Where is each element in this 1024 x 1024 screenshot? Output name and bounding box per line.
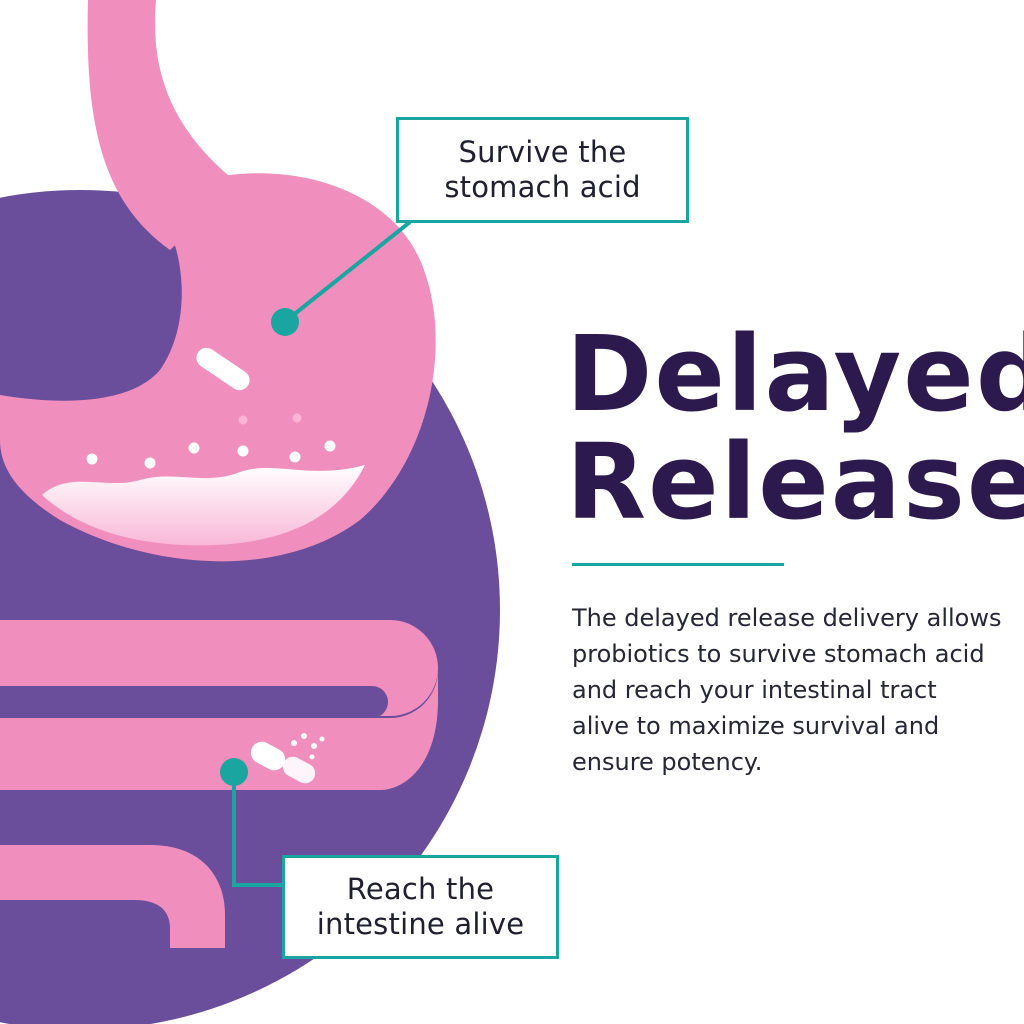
headline: Delayed Release <box>566 320 1024 536</box>
rising-bubbles <box>238 413 302 425</box>
released-particles <box>291 733 325 760</box>
intestine-callout-dot <box>220 758 248 786</box>
headline-line: Delayed <box>566 313 1024 435</box>
stomach-callout-dot <box>271 308 299 336</box>
capsule-in-stomach <box>196 347 250 391</box>
intestine-bottom-loop <box>0 845 225 948</box>
callout-reach-intestine-alive: Reach the intestine alive <box>282 855 559 959</box>
acid-bubbles <box>86 440 336 469</box>
stomach-callout-connector <box>285 220 412 322</box>
callout-line: Reach the <box>346 872 495 906</box>
callout-line: stomach acid <box>444 170 641 204</box>
description-line: probiotics to survive stomach acid <box>572 640 985 668</box>
intestine-lower-tube <box>0 670 438 790</box>
headline-line: Release <box>566 421 1024 543</box>
description-line: ensure potency. <box>572 748 763 776</box>
open-capsule-in-intestine <box>250 741 316 784</box>
callout-line: intestine alive <box>316 907 525 941</box>
intestine-callout-connector <box>232 772 282 887</box>
intestine-inner-gap <box>0 686 388 718</box>
callout-line: Survive the <box>458 135 627 169</box>
description-line: The delayed release delivery allows <box>572 604 1002 632</box>
description-line: alive to maximize survival and <box>572 712 940 740</box>
stomach-acid <box>42 465 365 546</box>
description-paragraph: The delayed release delivery allows prob… <box>572 600 1012 780</box>
callout-survive-stomach-acid: Survive the stomach acid <box>396 117 689 223</box>
headline-divider <box>572 563 784 566</box>
description-line: and reach your intestinal tract <box>572 676 937 704</box>
